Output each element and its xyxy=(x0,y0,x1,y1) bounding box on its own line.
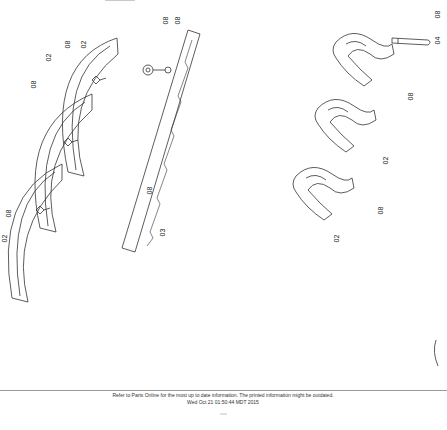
footer-note: Wed Oct 21 01:50:44 MDT 2015 xyxy=(187,400,259,405)
curved-guard xyxy=(35,94,92,232)
bracket xyxy=(293,167,354,220)
bracket xyxy=(315,99,376,152)
callout-number: 02 xyxy=(45,53,52,61)
curved-guard xyxy=(62,38,118,176)
callout-number: 08 xyxy=(407,92,414,100)
callout-number: 02 xyxy=(80,40,87,48)
callout-number: 03 xyxy=(159,228,166,236)
callout-number: 02 xyxy=(1,234,8,242)
footer-mark xyxy=(220,414,227,415)
edge-line xyxy=(105,0,135,1)
bracket xyxy=(333,33,394,86)
callout-number: 08 xyxy=(30,80,37,88)
callout-number: 08 xyxy=(5,209,12,217)
callout-number: 08 xyxy=(434,10,441,18)
callout-number: 08 xyxy=(377,206,384,214)
flat-bar xyxy=(122,30,200,252)
partial-curve xyxy=(434,340,438,366)
callout-number: 08 xyxy=(162,16,169,24)
callout-number: 02 xyxy=(333,234,340,242)
callout-number: 08 xyxy=(64,40,71,48)
callout-number: 02 xyxy=(382,156,389,164)
callout-number: 08 xyxy=(174,16,181,24)
footer-note: Refer to Parts Online for the most up to… xyxy=(112,393,333,398)
callout-number: 08 xyxy=(146,186,153,194)
callout-number: 04 xyxy=(434,36,441,44)
curved-guard xyxy=(8,164,62,302)
pin xyxy=(392,38,430,45)
footer-rule xyxy=(0,390,447,391)
